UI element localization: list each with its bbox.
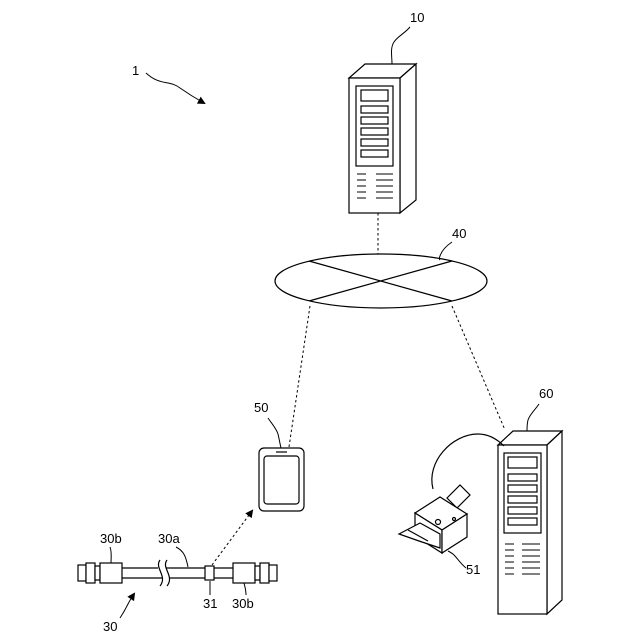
terminal-leader-line bbox=[268, 418, 281, 448]
label-network: 40 bbox=[452, 226, 466, 241]
cable-leader-arrow bbox=[120, 594, 134, 618]
label-cable: 30 bbox=[103, 619, 117, 634]
cable-body-leader-line bbox=[176, 547, 188, 567]
cable-icon bbox=[78, 560, 277, 586]
label-printer: 51 bbox=[466, 562, 480, 577]
server-leader-line bbox=[392, 27, 411, 64]
label-connector-right: 30b bbox=[232, 596, 254, 611]
network-mgmt-link bbox=[452, 306, 505, 430]
tag-read-arrow bbox=[212, 511, 252, 565]
label-cable-body: 30a bbox=[158, 531, 180, 546]
label-terminal: 50 bbox=[254, 400, 268, 415]
management-server-icon bbox=[498, 431, 562, 614]
network-terminal-link bbox=[289, 306, 310, 447]
printer-icon bbox=[399, 485, 470, 553]
smartphone-icon bbox=[259, 448, 304, 511]
system-leader-arrow bbox=[146, 73, 204, 103]
connector-right-leader-line bbox=[244, 583, 246, 595]
server-tower-icon bbox=[349, 64, 416, 213]
network-cloud-icon bbox=[275, 254, 487, 308]
label-system: 1 bbox=[132, 63, 139, 78]
network-leader-line bbox=[439, 242, 452, 260]
connector-left-leader-line bbox=[110, 547, 111, 563]
mgmt-server-leader-line bbox=[527, 404, 539, 431]
label-tag: 31 bbox=[203, 596, 217, 611]
label-management-server: 60 bbox=[539, 386, 553, 401]
label-server: 10 bbox=[410, 10, 424, 25]
printer-server-cable bbox=[432, 434, 504, 489]
printer-leader-line bbox=[448, 551, 466, 568]
label-connector-left: 30b bbox=[100, 531, 122, 546]
